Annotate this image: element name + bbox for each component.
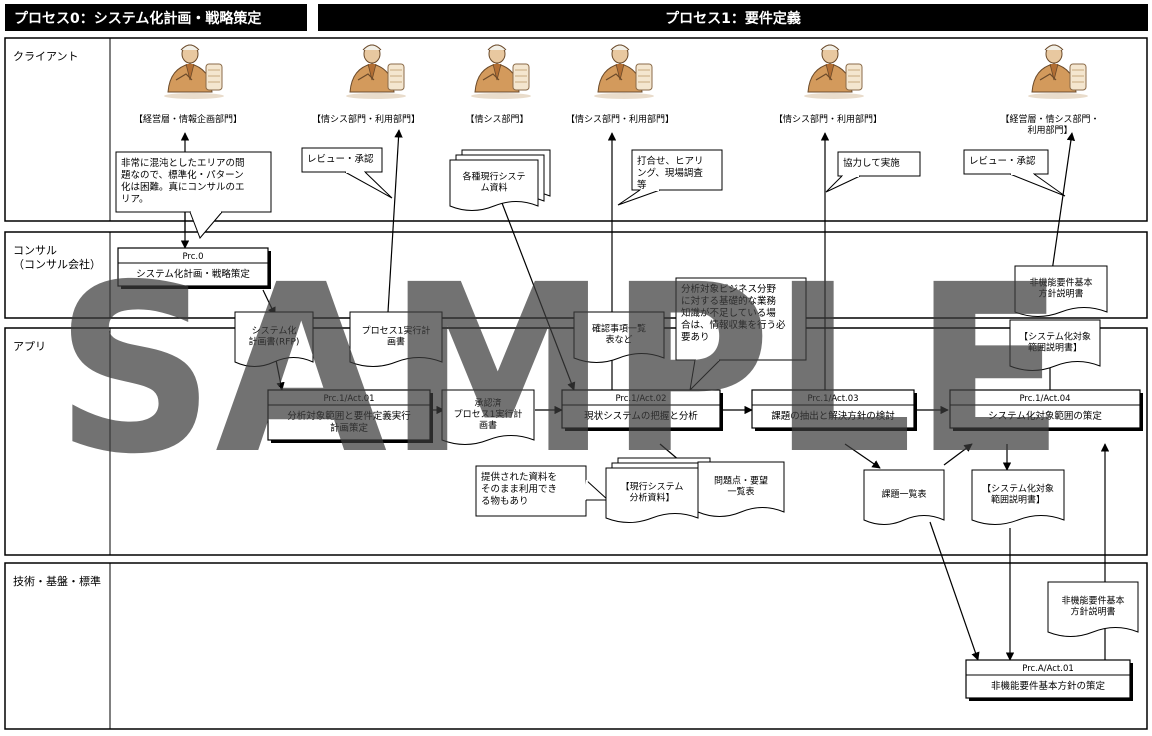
callout-review1: レビュー・承認 — [301, 147, 393, 199]
process-act01-id: Prc.1/Act.01 — [323, 394, 374, 404]
doc-issues-requests-text: 問題点・要望一覧表 — [714, 475, 768, 498]
doc-current-system-analysis-text: 【現行システム分析資料】 — [621, 481, 684, 504]
flow-arrow — [1049, 132, 1076, 286]
doc-nfr-policy-lower: 非機能要件基本方針説明書 — [1047, 581, 1139, 637]
phase-header: プロセス0：システム化計画・戦略策定 プロセス1：要件定義 — [5, 4, 1148, 31]
lane-app — [4, 327, 1148, 556]
process-act02-id: Prc.1/Act.02 — [615, 394, 666, 404]
phase1-title: プロセス1：要件定義 — [665, 10, 801, 27]
process-act03-name: 課題の抽出と解決方針の検討 — [771, 410, 895, 422]
callout-review2-text: レビュー・承認 — [969, 155, 1036, 167]
callout-meeting-text: 打合せ、ヒアリング、現場調査等 — [637, 155, 704, 191]
callout-cooperate-text: 協力して実施 — [843, 157, 900, 169]
callout-review1-text: レビュー・承認 — [307, 153, 374, 165]
flow-arrow — [943, 443, 973, 466]
callout-confused-text: 非常に混沌としたエリアの問題なので、標準化・パターン化は困難。真にコンサルのエリ… — [121, 157, 245, 205]
callout-analysis-text: 分析対象ビジネス分野に対する基礎的な業務知識が不足している場合は、情報収集を行う… — [681, 283, 786, 343]
process-prc0-name: システム化計画・戦略策定 — [136, 268, 250, 280]
doc-issue-list-text: 課題一覧表 — [881, 488, 926, 500]
callout-provided-text: 提供された資料をそのまま利用できる物もあり — [481, 471, 557, 507]
doc-process1-plan-text: プロセス1実行計画書 — [362, 325, 431, 348]
doc-issue-list: 課題一覧表 — [863, 469, 945, 525]
doc-nfr-policy-upper: 非機能要件基本方針説明書 — [1014, 265, 1108, 317]
callout-confused: 非常に混沌としたエリアの問題なので、標準化・パターン化は困難。真にコンサルのエリ… — [115, 151, 272, 239]
phase0-bar — [5, 4, 307, 31]
callout-review2: レビュー・承認 — [963, 149, 1066, 197]
role-label: 【情シス部門・利用部門】 — [566, 113, 674, 125]
callout-analysis: 分析対象ビジネス分野に対する基礎的な業務知識が不足している場合は、情報収集を行う… — [675, 277, 807, 392]
lane-client-label: クライアント — [13, 50, 79, 63]
flow-arrow — [387, 129, 403, 313]
process-act01-name: 分析対象範囲と要件定義実行計画策定 — [287, 410, 411, 434]
callout-meeting: 打合せ、ヒアリング、現場調査等 — [617, 149, 723, 206]
process-act03-id: Prc.1/Act.03 — [807, 394, 858, 404]
doc-existing-systems-text: 各種現行システム資料 — [462, 171, 525, 194]
callout-cooperate: 協力して実施 — [825, 151, 921, 193]
doc-scope-description-upper: 【システム化対象範囲説明書】 — [1009, 319, 1101, 371]
doc-existing-systems: 各種現行システム資料 — [449, 149, 551, 211]
doc-system-plan-rfp-text: システム化計画書(RFP) — [249, 325, 300, 348]
role-label: 【情シス部門】 — [465, 113, 528, 125]
process-act04-name: システム化対象範囲の策定 — [988, 410, 1102, 422]
lane-tech-label: 技術・基盤・標準 — [13, 574, 101, 588]
flow-nodes: 【経営層・情報企画部門】 【情シス部門・利用部門】 【情シス部門】 【情シス部門・利用… — [115, 44, 1143, 701]
doc-scope-description-upper-text: 【システム化対象範囲説明書】 — [1019, 331, 1091, 354]
sample-watermark-text: SAMPLE — [55, 235, 1065, 505]
flow-arrow — [496, 189, 576, 391]
doc-nfr-policy-upper-text: 非機能要件基本方針説明書 — [1029, 277, 1092, 300]
doc-confirmation-list-text: 確認事項一覧表など — [592, 323, 646, 346]
role-label: 【経営層・情報企画部門】 — [134, 113, 242, 125]
process-actA01-id: Prc.A/Act.01 — [1022, 664, 1074, 674]
doc-process1-plan: プロセス1実行計画書 — [349, 311, 443, 367]
process-actA01: Prc.A/Act.01 非機能要件基本方針の策定 — [965, 659, 1133, 701]
doc-issues-requests: 問題点・要望一覧表 — [697, 461, 785, 517]
process-act01: Prc.1/Act.01 分析対象範囲と要件定義実行計画策定 — [267, 389, 433, 443]
sample-watermark: SAMPLE — [55, 235, 1065, 505]
process-act02-name: 現状システムの把握と分析 — [584, 410, 698, 422]
doc-scope-description-lower: 【システム化対象範囲説明書】 — [971, 469, 1065, 525]
flow-arrow — [262, 289, 276, 316]
doc-nfr-policy-lower-text: 非機能要件基本方針説明書 — [1061, 595, 1124, 618]
process-actA01-name: 非機能要件基本方針の策定 — [991, 680, 1106, 692]
process-prc0: Prc.0 システム化計画・戦略策定 — [117, 247, 271, 289]
role-label: 【情シス部門・利用部門】 — [312, 113, 420, 125]
phase1-bar — [318, 4, 1148, 31]
doc-approved-plan: 承認済プロセス1実行計画書 — [441, 389, 535, 445]
doc-confirmation-list: 確認事項一覧表など — [573, 311, 665, 363]
flow-arrow — [929, 521, 980, 661]
lane-app-label: アプリ — [13, 340, 46, 353]
role-label: 【経営層・情シス部門・利用部門】 — [1000, 113, 1099, 136]
doc-system-plan-rfp: システム化計画書(RFP) — [234, 311, 314, 367]
process-prc0-id: Prc.0 — [182, 252, 203, 262]
phase0-title: プロセス0：システム化計画・戦略策定 — [14, 10, 261, 27]
flow-arrow — [844, 443, 881, 469]
process-act02: Prc.1/Act.02 現状システムの把握と分析 — [561, 389, 723, 431]
process-act04: Prc.1/Act.04 システム化対象範囲の策定 — [949, 389, 1143, 431]
process-act03: Prc.1/Act.03 課題の抽出と解決方針の検討 — [751, 389, 917, 431]
process-act04-id: Prc.1/Act.04 — [1019, 394, 1070, 404]
callout-provided: 提供された資料をそのまま利用できる物もあり — [475, 465, 610, 517]
lane-consul-label: コンサル（コンサル会社） — [13, 244, 101, 271]
role-label: 【情シス部門・利用部門】 — [774, 113, 882, 125]
doc-approved-plan-text: 承認済プロセス1実行計画書 — [454, 397, 523, 431]
lane-tech — [4, 562, 1148, 730]
doc-scope-description-lower-text: 【システム化対象範囲説明書】 — [982, 483, 1054, 506]
